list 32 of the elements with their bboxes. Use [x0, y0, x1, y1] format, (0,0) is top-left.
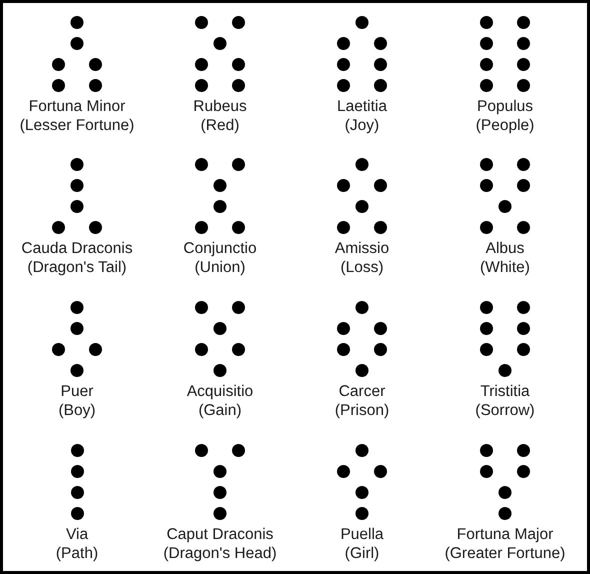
figure-translation: (Prison): [334, 402, 390, 420]
figure-name: Amissio: [334, 240, 390, 258]
figure-translation: (Union): [194, 259, 246, 277]
figure-translation: (Path): [56, 545, 98, 563]
figure-name: Carcer: [338, 383, 386, 401]
figure-name: Rubeus: [193, 98, 247, 116]
figure-name: Acquisitio: [186, 383, 254, 401]
figure-translation: (Red): [200, 117, 240, 135]
figure-translation: (Dragon's Head): [163, 545, 277, 563]
figure-translation: (Lesser Fortune): [20, 117, 134, 135]
figure-name: Albus: [486, 240, 524, 258]
figure-name: Populus: [477, 98, 533, 116]
figure-name: Cauda Draconis: [21, 240, 133, 258]
figure-name: Puer: [60, 383, 94, 401]
figure-translation: (Loss): [340, 259, 384, 277]
figure-name: Via: [66, 526, 88, 544]
figure-name: Fortuna Minor: [28, 98, 126, 116]
figure-translation: (White): [480, 259, 530, 277]
figure-translation: (Dragon's Tail): [27, 259, 127, 277]
figure-name: Fortuna Major: [456, 526, 554, 544]
figure-name: Tristitia: [480, 383, 530, 401]
figure-translation: (Girl): [344, 545, 380, 563]
figure-translation: (Gain): [198, 402, 242, 420]
figure-name: Conjunctio: [183, 240, 257, 258]
figure-translation: (Joy): [344, 117, 380, 135]
figure-translation: (People): [476, 117, 534, 135]
figure-name: Laetitia: [337, 98, 387, 116]
figure-translation: (Sorrow): [475, 402, 535, 420]
figure-translation: (Boy): [58, 402, 96, 420]
figure-translation: (Greater Fortune): [444, 545, 566, 563]
figure-name: Puella: [340, 526, 384, 544]
figure-name: Caput Draconis: [166, 526, 274, 544]
